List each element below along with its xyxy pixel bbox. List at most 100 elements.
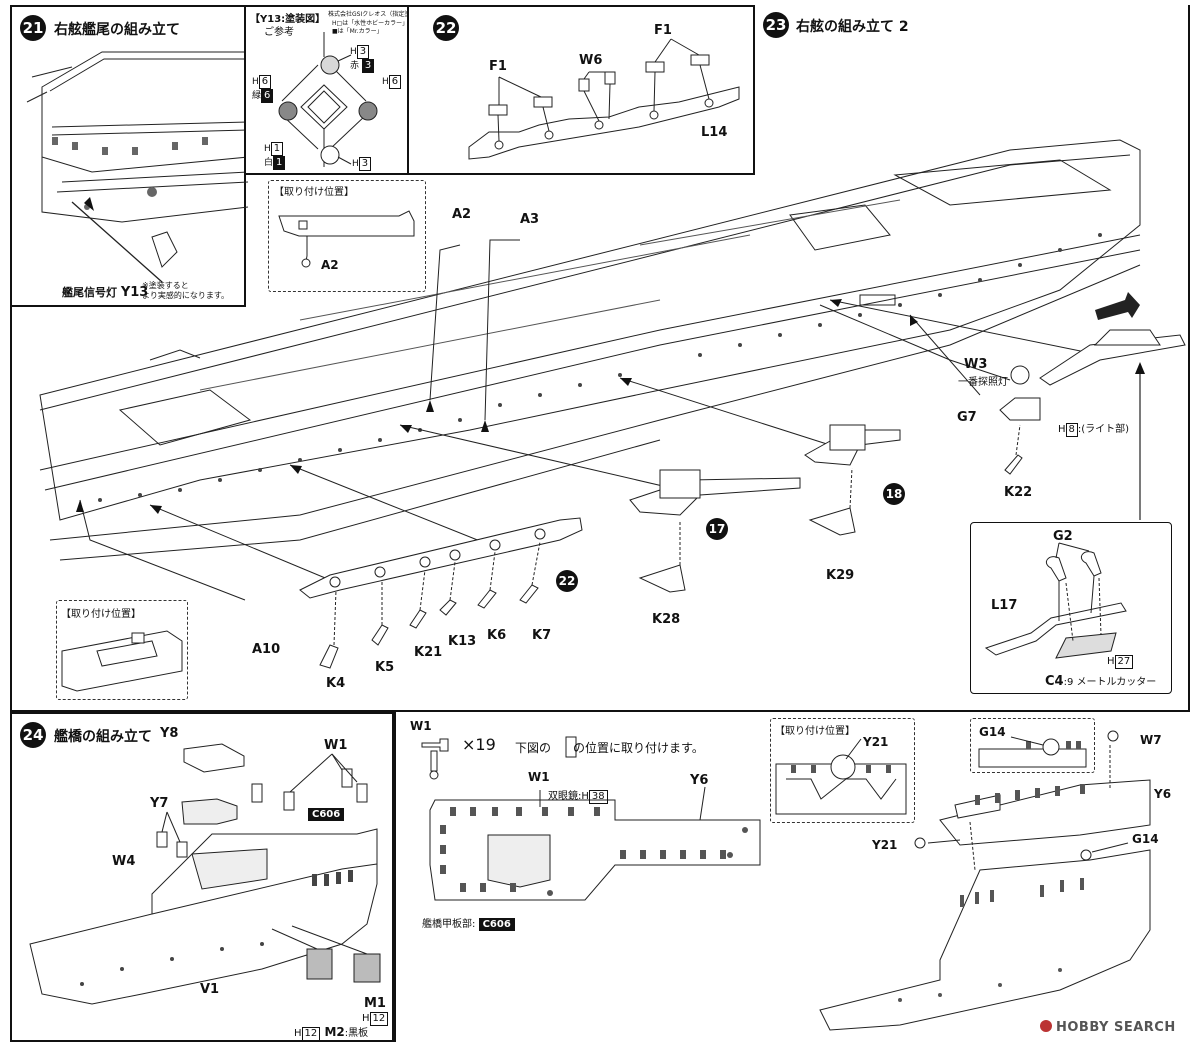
outer-right-border [1188,5,1190,710]
a3-label: A3 [520,212,540,227]
w1-label-24: W1 [324,738,348,753]
watermark: HOBBY SEARCH [1040,1020,1176,1035]
a2-label-inset: A2 [321,258,339,272]
mount-position-drawing-top [278,210,415,268]
stern-signal-light-label: 艦尾信号灯 Y13 [62,285,149,300]
k4-label: K4 [326,676,346,691]
y13-brand: 株式会社GSIクレオス（指定塗料） [328,11,423,18]
w3-label: W3 [964,357,988,372]
k6-label: K6 [487,628,507,643]
w6-label: W6 [579,53,603,68]
a10-label: A10 [252,642,281,657]
w3-note: 一番探照灯 [958,377,1008,388]
mount-position-box-y21: 【取り付け位置】 Y21 [770,718,915,823]
l17-label: L17 [991,598,1018,613]
g14-detail-box: G14 [970,718,1095,773]
k5-label: K5 [375,660,395,675]
k22-label: K22 [1004,485,1033,500]
y13-bottom-lens [320,145,340,165]
callout-18: 18 [883,483,905,505]
w1-label-top: W1 [410,719,432,733]
deck-label: 艦橋甲板部: C606 [422,915,515,931]
mount-position-box-bottom: 【取り付け位置】 [56,600,188,700]
y7-label: Y7 [150,796,169,811]
y13-c-note: ■は「Mr.カラー」 [332,28,383,35]
cutter-inset-drawing [984,542,1127,659]
step24-title: 艦橋の組み立て [54,729,152,745]
step22-panel: 22 F1 F1 W6 L14 [407,5,755,175]
y6-label-right: Y6 [1154,787,1172,801]
m1-label: M1 [364,996,386,1011]
step23-number: 23 [763,12,789,38]
mount-position-box-top: 【取り付け位置】 A2 [268,180,426,292]
paint-note: ※塗装するとより実感的になります。 [142,281,230,300]
w1-count: ×19 [462,735,496,754]
k13-label: K13 [448,634,477,649]
y6-label-deck: Y6 [690,773,709,788]
y13-title: 【Y13:塗装図】 [250,14,326,25]
y13-top-lens [320,55,340,75]
y13-subtitle: ご参考 [264,27,294,38]
w1-instruction: 下図のの位置に取り付けます。 [515,741,704,755]
outer-left-border [10,305,12,710]
c606-badge: C606 [308,802,345,821]
g2-label: G2 [1053,529,1073,544]
step21-title: 右舷艦尾の組み立て [54,22,180,38]
y21-label-inset: Y21 [863,735,889,749]
g14-label: G14 [1132,832,1159,846]
step22-number: 22 [433,15,459,41]
section-divider [10,710,1190,712]
step21-number: 21 [20,15,46,41]
k21-label: K21 [414,645,443,660]
y13-left-lens [278,101,298,121]
w1-deck-drawing [421,736,761,901]
k7-label: K7 [532,628,552,643]
y13-paint-panel: 【Y13:塗装図】 ご参考 株式会社GSIクレオス（指定塗料） H□は「水性ホビ… [244,5,422,175]
hull-deck-drawing [39,139,1186,669]
y13-diagram [278,32,378,167]
mount-position-drawing-y21 [775,738,907,815]
g14-label-inset: G14 [979,725,1006,739]
k29-label: K29 [826,568,855,583]
step22-sponson-drawing [468,38,740,160]
k28-label: K28 [652,612,681,627]
w4-label: W4 [112,854,136,869]
callout-22: 22 [556,570,578,592]
y13-h-note: H□は「水性ホビーカラー」 [332,20,409,27]
mount-position-title-top: 【取り付け位置】 [274,187,354,198]
v1-label: V1 [200,982,220,997]
g7-label: G7 [957,410,977,425]
y8-label: Y8 [160,726,179,741]
mount-position-drawing-bottom [61,630,183,692]
step24-number: 24 [20,722,46,748]
y21-label: Y21 [872,838,898,852]
callout-17: 17 [706,518,728,540]
f1-label-right: F1 [654,23,672,38]
l14-label: L14 [701,125,728,140]
c4-label: C4:9 メートルカッター [1045,674,1157,689]
f1-label-left: F1 [489,59,507,74]
watermark-logo-icon [1040,1020,1052,1032]
a2-label: A2 [452,207,472,222]
w7-label: W7 [1140,733,1162,747]
g14-detail-drawing [978,736,1087,768]
step23-title: 右舷の組み立て 2 [796,19,909,35]
step24-divider [394,712,396,1042]
step24-bridge-drawing [29,743,381,1005]
mount-position-title-bottom: 【取り付け位置】 [61,609,141,620]
y13-right-lens [358,101,378,121]
